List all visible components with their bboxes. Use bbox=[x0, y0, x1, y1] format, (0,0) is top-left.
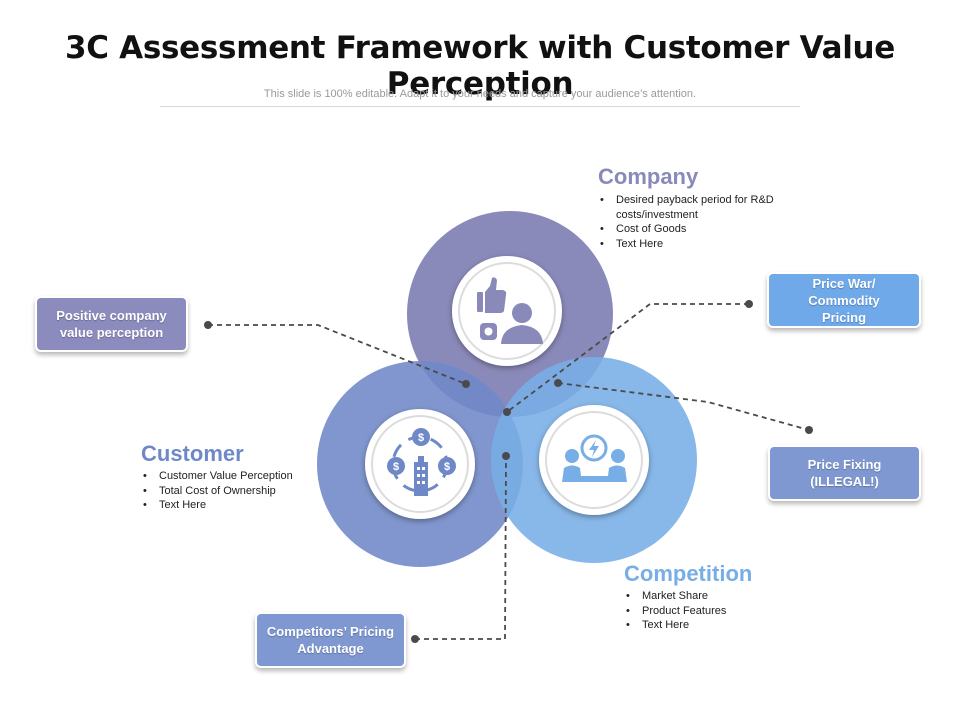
svg-text:$: $ bbox=[393, 461, 399, 473]
competition-bullet-1: Market Share bbox=[624, 589, 804, 604]
customer-bullet-3: Text Here bbox=[141, 498, 331, 513]
subtitle-divider bbox=[160, 106, 800, 107]
customer-bullets: Customer Value Perception Total Cost of … bbox=[141, 469, 331, 513]
connector-dots bbox=[204, 300, 813, 643]
competition-bullets: Market Share Product Features Text Here bbox=[624, 589, 804, 633]
competitors-pricing-callout[interactable]: Competitors’ Pricing Advantage bbox=[255, 612, 406, 668]
customer-bullet-1: Customer Value Perception bbox=[141, 469, 331, 484]
page-subtitle: This slide is 100% editable. Adapt it to… bbox=[263, 88, 697, 100]
company-bullet-1: Desired payback period for R&D costs/inv… bbox=[598, 193, 803, 222]
positive-value-perception-callout[interactable]: Positive company value perception bbox=[35, 296, 188, 352]
connector-lines bbox=[208, 303, 810, 640]
company-icon-disc bbox=[452, 256, 562, 366]
company-bullet-3: Text Here bbox=[598, 237, 803, 252]
competition-bullet-3: Text Here bbox=[624, 618, 804, 633]
competition-bullet-2: Product Features bbox=[624, 604, 804, 619]
company-bullets: Desired payback period for R&D costs/inv… bbox=[598, 193, 803, 251]
competition-heading: Competition bbox=[624, 561, 753, 586]
company-bullet-2: Cost of Goods bbox=[598, 222, 803, 237]
thumbs-up-user-icon bbox=[477, 277, 543, 344]
price-war-callout[interactable]: Price War/ Commodity Pricing bbox=[767, 272, 921, 328]
page-title: 3C Assessment Framework with Customer Va… bbox=[64, 30, 896, 102]
svg-text:$: $ bbox=[444, 461, 450, 473]
customer-bullet-2: Total Cost of Ownership bbox=[141, 484, 331, 499]
svg-text:$: $ bbox=[418, 432, 424, 444]
price-fixing-callout[interactable]: Price Fixing (ILLEGAL!) bbox=[768, 445, 921, 501]
company-heading: Company bbox=[598, 164, 699, 189]
money-building-icon: $ $ $ bbox=[387, 428, 456, 496]
customer-heading: Customer bbox=[141, 441, 244, 466]
competitors-icon bbox=[562, 434, 627, 482]
